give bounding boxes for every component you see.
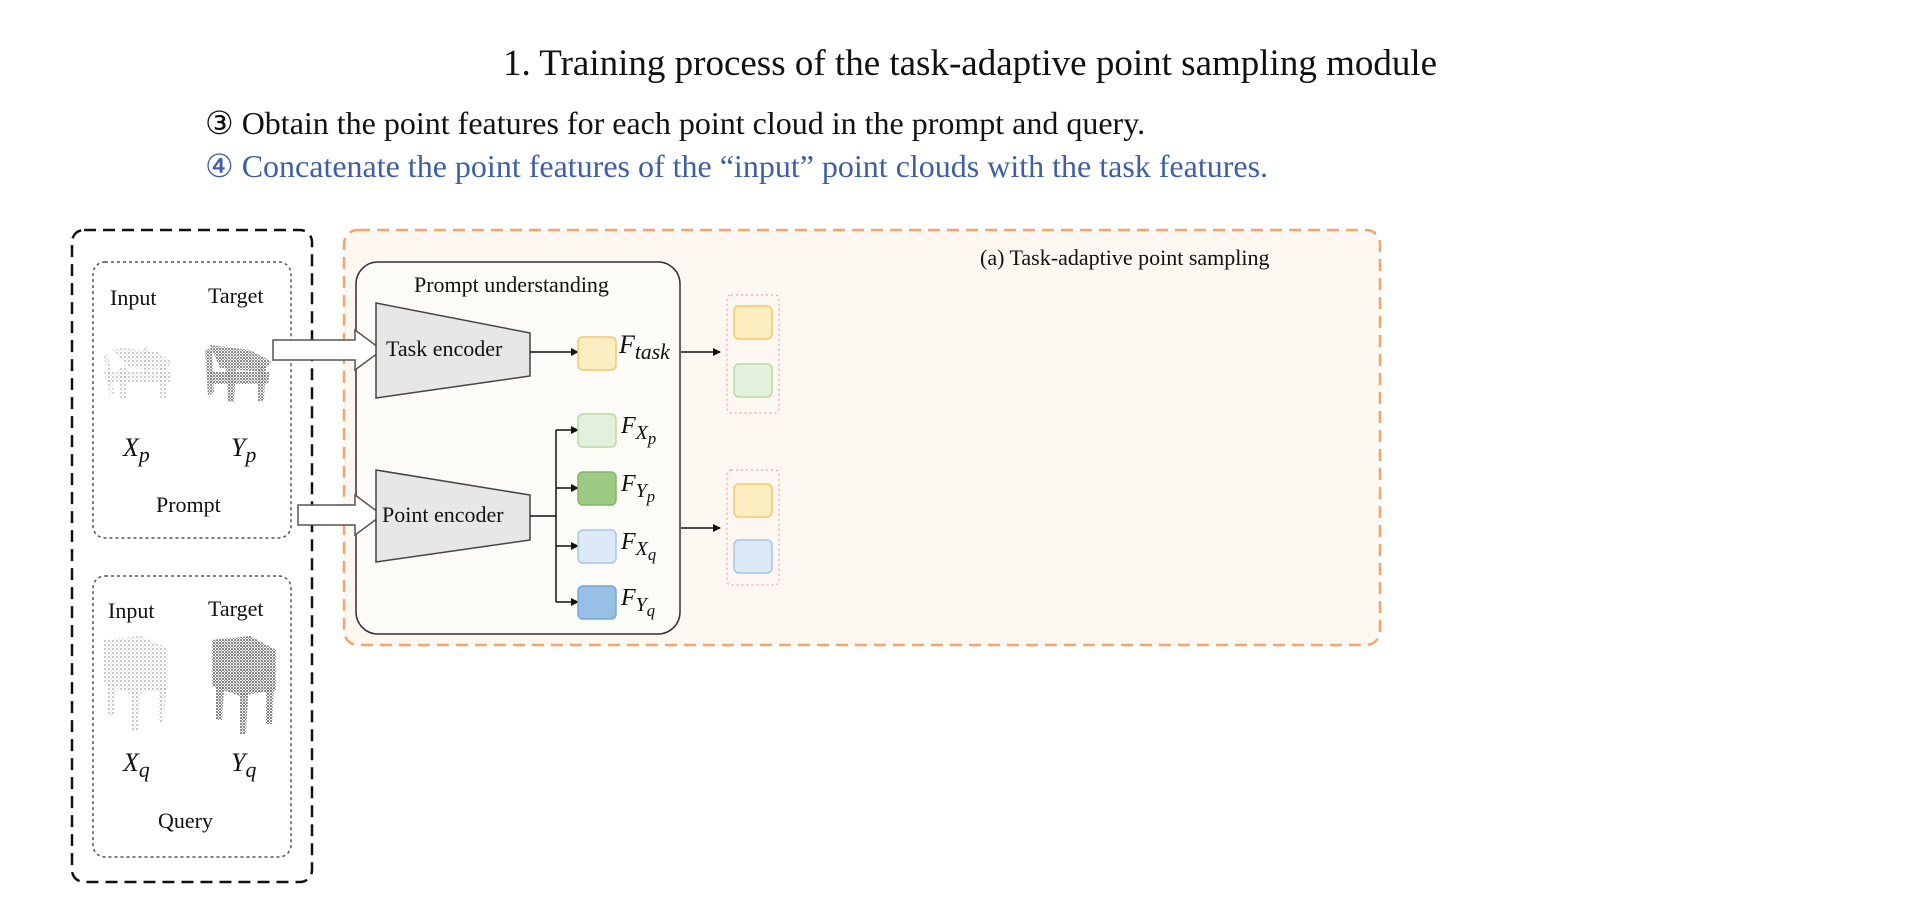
- point-encoder-label: Point encoder: [382, 502, 504, 527]
- to-point-encoder-arrow: [297, 493, 384, 537]
- step-4-number: ④: [205, 148, 234, 184]
- query-label: Query: [158, 808, 213, 833]
- concat-2-task-box: [733, 483, 773, 518]
- query-y-symbol: Yq: [231, 748, 257, 783]
- task-encoder-shape: [375, 302, 531, 399]
- step-4-text: Concatenate the point features of the “i…: [241, 148, 1269, 184]
- concat-1-xp-box: [733, 363, 773, 398]
- point-encoder-shape: [375, 469, 531, 563]
- task-encoder-label: Task encoder: [386, 336, 503, 361]
- query-input-pointcloud: [104, 636, 168, 730]
- feature-label-yq: FYq: [621, 585, 656, 620]
- query-input-label: Input: [108, 598, 155, 623]
- query-target-pointcloud: [212, 636, 276, 734]
- prompt-x-symbol: Xp: [123, 433, 150, 468]
- query-box-border: [92, 575, 292, 858]
- prompt-to-task-encoder-arrow: [272, 328, 384, 372]
- feature-label-xp: FXp: [621, 413, 657, 448]
- feature-box-yq: [577, 585, 617, 620]
- step-3: ③ Obtain the point features for each poi…: [205, 104, 1145, 142]
- slide-title: 1. Training process of the task-adaptive…: [502, 43, 1438, 84]
- prompt-input-label: Input: [110, 285, 157, 310]
- prompt-y-symbol: Yp: [231, 433, 257, 468]
- prompt-target-pointcloud: [205, 345, 272, 402]
- feature-box-task: [577, 336, 617, 371]
- query-x-symbol: Xq: [123, 748, 150, 783]
- left-panel-border: [70, 228, 314, 884]
- prompt-label: Prompt: [156, 492, 221, 517]
- prompt-box-border: [92, 261, 292, 539]
- query-target-label: Target: [208, 596, 264, 621]
- feature-box-xp: [577, 413, 617, 448]
- concat-group-1-border: [726, 294, 780, 414]
- concat-2-xq-box: [733, 539, 773, 574]
- prompt-understanding-label: Prompt understanding: [414, 272, 609, 297]
- step-4: ④ Concatenate the point features of the …: [205, 147, 1268, 185]
- concat-group-2-border: [726, 469, 780, 586]
- feature-label-yp: FYp: [621, 471, 656, 506]
- feature-label-task: Ftask: [619, 330, 670, 365]
- concat-1-task-box: [733, 305, 773, 340]
- feature-box-xq: [577, 529, 617, 564]
- module-title: (a) Task-adaptive point sampling: [980, 245, 1270, 270]
- feature-box-yp: [577, 471, 617, 506]
- feature-label-xq: FXq: [621, 529, 657, 564]
- prompt-input-pointcloud: [104, 344, 172, 400]
- step-3-number: ③: [205, 105, 234, 141]
- step-3-text: Obtain the point features for each point…: [241, 105, 1146, 141]
- prompt-target-label: Target: [208, 283, 264, 308]
